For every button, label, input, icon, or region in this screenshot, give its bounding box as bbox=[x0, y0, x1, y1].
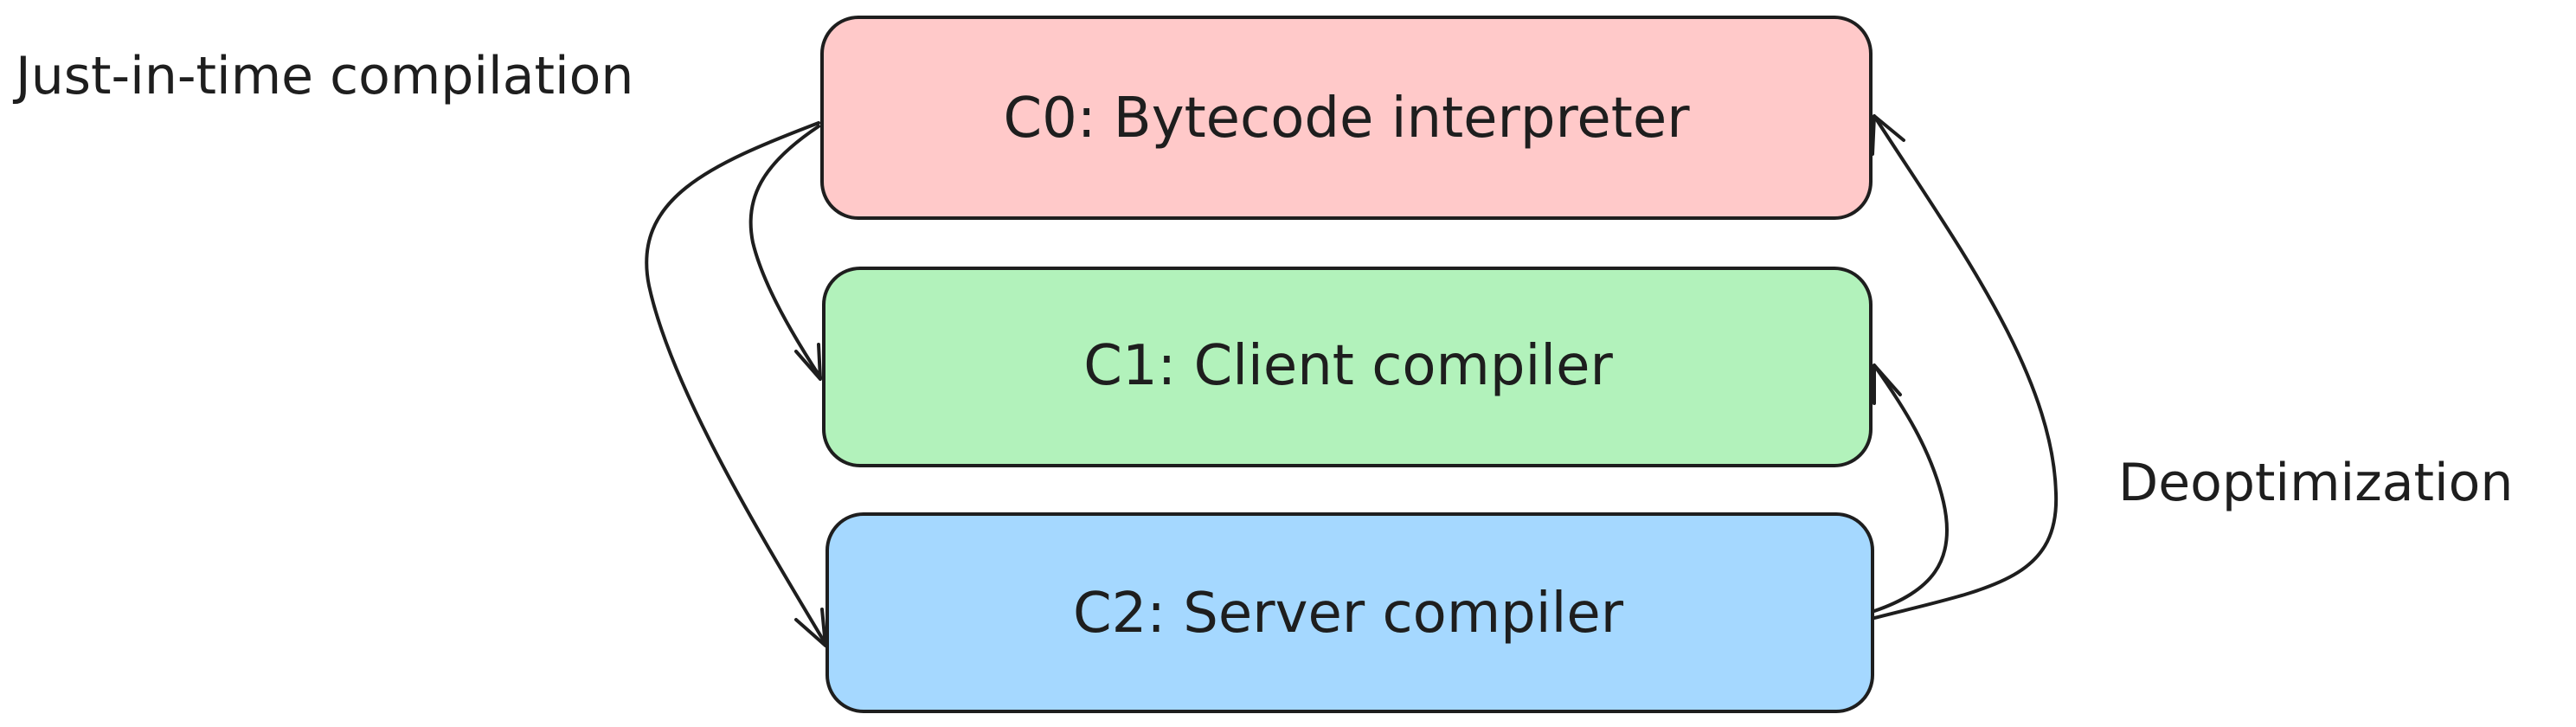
arrowhead-deopt-c0 bbox=[1871, 114, 1905, 156]
tier-c1: C1: Client compiler bbox=[822, 267, 1873, 467]
arrowhead-c2 bbox=[794, 608, 827, 647]
jit-label: Just-in-time compilation bbox=[12, 46, 633, 106]
tier-c0: C0: Bytecode interpreter bbox=[820, 16, 1873, 220]
deopt-label: Deoptimization bbox=[2118, 453, 2513, 513]
tier-c2-box bbox=[825, 512, 1874, 713]
arrowhead-c1 bbox=[794, 343, 822, 381]
tier-c1-label: C1: Client compiler bbox=[1083, 334, 1613, 398]
tier-c2: C2: Server compiler bbox=[825, 512, 1874, 713]
arrow-c0-to-c1 bbox=[748, 125, 822, 379]
tier-c2-label: C2: Server compiler bbox=[1073, 582, 1624, 646]
arrowhead-deopt-c1 bbox=[1873, 364, 1902, 405]
tier-c0-box bbox=[820, 16, 1873, 220]
tier-c0-label: C0: Bytecode interpreter bbox=[1003, 87, 1690, 151]
arrow-c2-to-c1 bbox=[1873, 364, 1949, 613]
arrow-c0-to-c2 bbox=[645, 121, 827, 646]
arrow-c2-to-c0 bbox=[1873, 114, 2059, 620]
tier-c1-box bbox=[822, 267, 1873, 467]
